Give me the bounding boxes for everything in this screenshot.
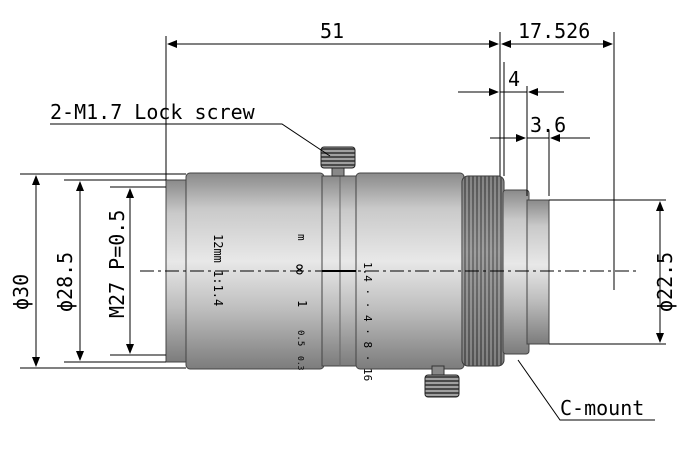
lock-screw-bottom (424, 365, 460, 398)
dim-flange: 4 (508, 67, 520, 91)
callout-lock-screw: 2-M1.7 Lock screw (50, 100, 256, 124)
dim-total-length: 51 (320, 19, 344, 43)
distance-03: 0.3 (296, 356, 305, 371)
dim-filter-thread: M27 P=0.5 (105, 210, 129, 318)
aperture-scale: 1.4 · · 4 · 8 · 16 (361, 262, 374, 381)
leaders (50, 123, 655, 421)
lock-screw-top (320, 146, 356, 177)
dim-thread-depth: 3.6 (530, 113, 566, 137)
mount-thread (526, 199, 550, 345)
distance-1: 1 (295, 300, 309, 307)
focal-label: 12mm 1:1.4 (211, 234, 225, 306)
dim-mount-diameter: ϕ22.5 (653, 252, 677, 312)
extension-lines (20, 32, 666, 369)
dimension-lines (32, 40, 664, 367)
mount-flange (502, 189, 530, 355)
distance-05: 0.5 (295, 330, 305, 346)
infinity-mark: ∞ (289, 264, 310, 275)
distance-unit: m (295, 234, 308, 241)
callout-mount: C-mount (560, 396, 644, 420)
dim-body-diameter: ϕ28.5 (53, 252, 77, 312)
dim-mount-offset: 17.526 (518, 19, 590, 43)
dim-outer-diameter: ϕ30 (9, 274, 33, 310)
